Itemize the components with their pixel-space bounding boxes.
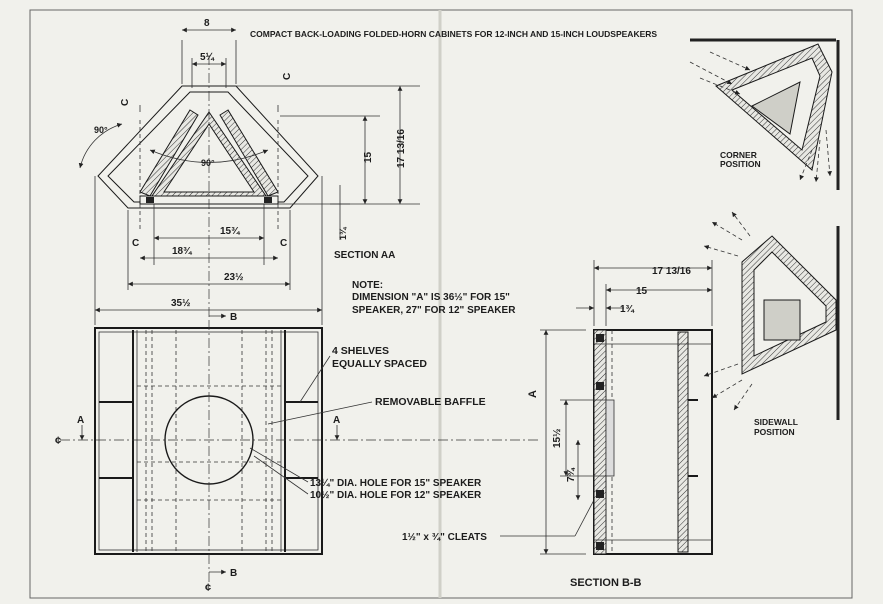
bb-dim-7-3-4: 7¾ <box>566 467 577 482</box>
section-bb-label: SECTION B-B <box>570 577 642 589</box>
dim-15-3-4: 15¾ <box>220 226 240 237</box>
bb-dim-17-13-16: 17 13/16 <box>652 266 691 277</box>
section-aa-label: SECTION AA <box>334 250 395 261</box>
note-line1: DIMENSION "A" IS 36½" FOR 15" <box>352 292 510 303</box>
cleats-label: 1½" x ¾" CLEATS <box>402 532 487 543</box>
cut-label-c3: C <box>132 238 139 249</box>
bb-dim-15: 15 <box>636 286 648 297</box>
centerline-symbol-bottom: ¢ <box>205 582 211 594</box>
angle-90-left: 90° <box>94 125 108 135</box>
corner-label: CORNER <box>720 150 757 160</box>
dim-1-3-4-aa: 1¾ <box>338 226 348 240</box>
section-bb-view: 17 13/16 15 1¾ A 15½ 7¾ <box>527 260 713 555</box>
cut-label-c1: C <box>120 99 131 106</box>
corner-position-diagram <box>689 38 840 190</box>
section-aa-view: C C C C 8 5¼ 90° 90° 15 17 13/16 1¾ 1 <box>78 18 420 325</box>
hole-15-label: 13¼" DIA. HOLE FOR 15" SPEAKER <box>310 478 482 489</box>
cut-label-c4: C <box>280 238 287 249</box>
dim-17-13-16: 17 13/16 <box>396 129 407 168</box>
dim-8: 8 <box>204 18 210 29</box>
section-arrow-b-top: B <box>230 312 237 323</box>
corner-label-2: POSITION <box>720 159 761 169</box>
angle-90-center: 90° <box>201 158 215 168</box>
dim-35-1-2: 35½ <box>171 298 190 309</box>
shelves-label-2: EQUALLY SPACED <box>332 358 427 370</box>
cut-label-c2: C <box>282 73 293 80</box>
bb-dim-a: A <box>527 390 539 398</box>
section-arrow-a-right: A <box>333 415 340 426</box>
section-arrow-b-bottom: B <box>230 568 237 579</box>
dim-5-1-4: 5¼ <box>200 52 215 63</box>
front-elevation: A A B B ¢ ¢ <box>55 312 540 594</box>
section-arrow-a-left: A <box>77 415 84 426</box>
dim-15: 15 <box>363 151 374 163</box>
removable-baffle-label: REMOVABLE BAFFLE <box>375 396 486 408</box>
sidewall-position-diagram <box>703 211 840 420</box>
dim-18-3-4: 18¾ <box>172 246 192 257</box>
hole-12-label: 10½" DIA. HOLE FOR 12" SPEAKER <box>310 490 482 501</box>
sidewall-label: SIDEWALL <box>754 417 798 427</box>
note-line2: SPEAKER, 27" FOR 12" SPEAKER <box>352 305 516 316</box>
drawing-title: COMPACT BACK-LOADING FOLDED-HORN CABINET… <box>250 29 657 39</box>
bb-dim-15-1-2: 15½ <box>552 429 563 448</box>
shelves-label: 4 SHELVES <box>332 345 389 357</box>
dim-23-1-2: 23½ <box>224 272 243 283</box>
centerline-symbol-left: ¢ <box>55 435 61 447</box>
bb-dim-1-3-4: 1¾ <box>620 304 635 315</box>
sidewall-label-2: POSITION <box>754 427 795 437</box>
note-heading: NOTE: <box>352 280 383 291</box>
